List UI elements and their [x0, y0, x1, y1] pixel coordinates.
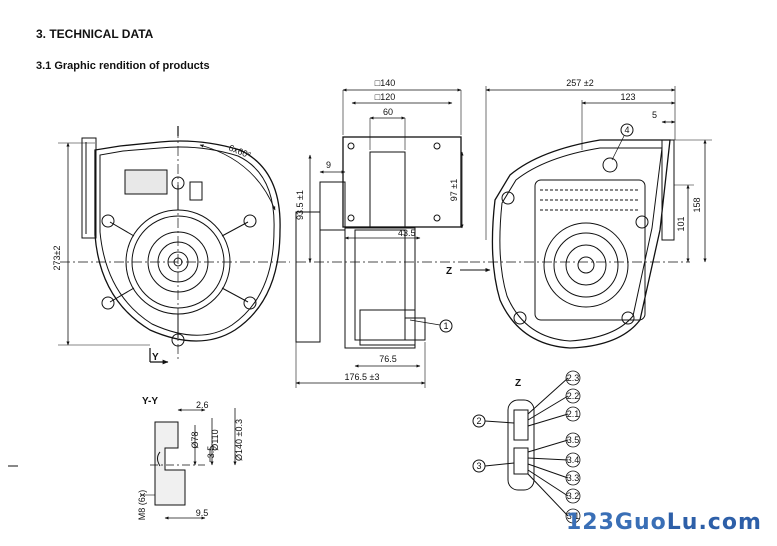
pin-3-2: 3.2: [567, 491, 580, 501]
thread-m8: M8 (6x): [137, 490, 147, 521]
side-view: [295, 88, 470, 388]
dim-3-5: 3.5: [206, 446, 216, 459]
pin-3-3: 3.3: [567, 473, 580, 483]
dim-9: 9: [326, 160, 331, 170]
subsection-heading: 3.1 Graphic rendition of products: [36, 60, 210, 72]
connector-z-view: [472, 377, 569, 517]
section-mark-y: Y: [152, 352, 159, 363]
callout-3: 3: [476, 461, 481, 471]
section-yy-view: [140, 408, 237, 520]
view-arrow-z: Z: [446, 266, 452, 277]
connector-z-title: Z: [515, 378, 521, 389]
pin-2-1: 2.1: [567, 409, 580, 419]
pin-2-3: 2.3: [567, 373, 580, 383]
callout-1: 1: [443, 321, 448, 331]
dim-176-5: 176.5 ±3: [345, 372, 380, 382]
pin-3-5: 3.5: [567, 435, 580, 445]
dim-5: 5: [652, 110, 657, 120]
dim-120: □120: [375, 92, 395, 102]
dim-76-5: 76.5: [379, 354, 397, 364]
rear-view: [460, 86, 712, 349]
dim-93-5: 93.5 ±1: [295, 190, 305, 220]
pin-2-2: 2.2: [567, 391, 580, 401]
pin-labels: [565, 370, 581, 524]
dim-110: Ø110: [210, 429, 220, 450]
dim-123: 123: [620, 92, 635, 102]
front-view: [58, 126, 290, 365]
dim-60: 60: [383, 107, 393, 117]
pin-3-1: 3.1: [567, 511, 580, 521]
dim-9-5: 9.5: [196, 508, 209, 518]
dim-43-5: 43.5: [398, 228, 416, 238]
dim-101: 101: [676, 216, 686, 231]
watermark-logo: 123GuoLu.com: [566, 510, 762, 535]
section-yy-title: Y-Y: [142, 396, 158, 407]
dim-140: □140: [375, 78, 395, 88]
callout-4: 4: [624, 125, 629, 135]
front-height-label: 273±2: [52, 246, 62, 271]
dim-158: 158: [692, 197, 702, 212]
section-heading: 3. TECHNICAL DATA: [36, 27, 154, 41]
dim-2-6: 2.6: [196, 400, 209, 410]
dim-140-diameter: Ø140 ±0.3: [234, 419, 244, 461]
callout-2: 2: [476, 416, 481, 426]
pin-3-4: 3.4: [567, 455, 580, 465]
dim-97: 97 ±1: [449, 179, 459, 201]
dim-78: Ø78: [190, 431, 200, 448]
dim-257: 257 ±2: [566, 78, 593, 88]
